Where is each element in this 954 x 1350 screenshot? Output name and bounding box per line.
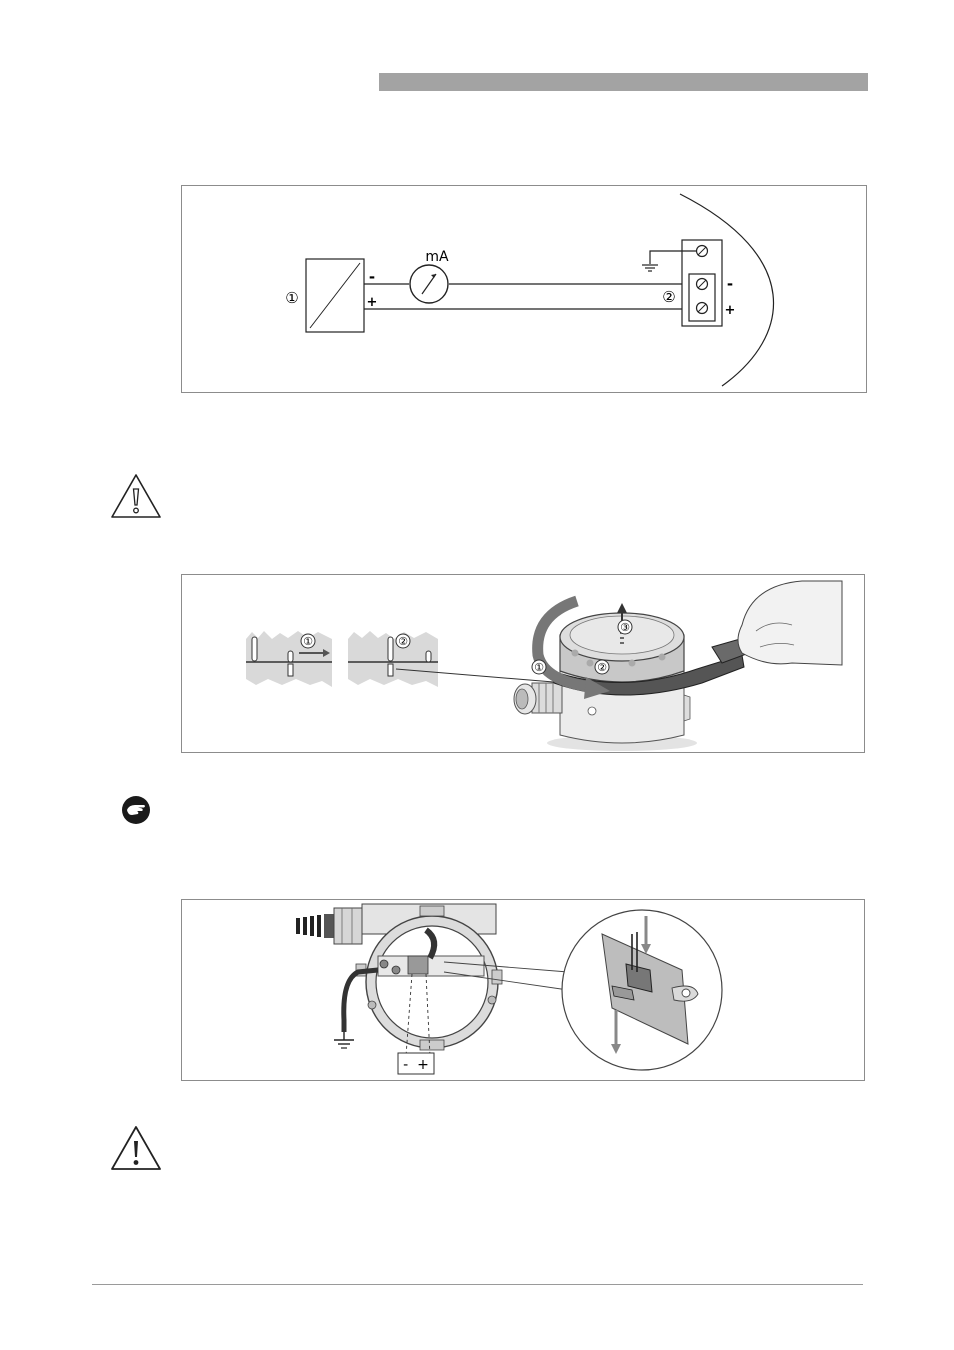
inset-step-1: ① bbox=[246, 631, 332, 687]
wire-plus-label: + bbox=[367, 295, 378, 310]
lift-arrow-head bbox=[617, 603, 627, 613]
terminal-plus-label: + bbox=[725, 303, 736, 318]
step-marker-1: ① bbox=[534, 661, 544, 674]
inset-marker-1: ① bbox=[303, 635, 313, 648]
terminal-connection-svg: - + bbox=[182, 900, 864, 1080]
header-bar bbox=[379, 73, 868, 91]
cable-gland bbox=[334, 908, 362, 944]
ground-screw-icon bbox=[380, 960, 388, 968]
wiring-diagram: ① - + mA ② - + bbox=[181, 185, 867, 393]
hand-illustration bbox=[738, 581, 842, 665]
terminal-connection-figure: - + bbox=[181, 899, 865, 1081]
footer-rule bbox=[92, 1284, 863, 1285]
terminal-polarity-label: - + bbox=[403, 1057, 429, 1073]
cable-icon bbox=[296, 914, 334, 938]
power-supply-marker: ① bbox=[285, 289, 298, 307]
step-marker-3: ③ bbox=[620, 621, 630, 634]
inset-step-2: ② bbox=[348, 631, 438, 687]
warning-triangle-icon-2 bbox=[110, 1124, 162, 1172]
hand-pointer-icon bbox=[121, 795, 151, 825]
cover-removal-svg: ① ② bbox=[182, 575, 864, 752]
ground-symbol-icon bbox=[642, 265, 658, 271]
terminal-minus-label: - bbox=[727, 275, 733, 293]
inset-marker-2: ② bbox=[398, 635, 408, 648]
wiring-diagram-svg: ① - + mA ② - + bbox=[182, 186, 866, 392]
cover-removal-figure: ① ② bbox=[181, 574, 865, 753]
ammeter-unit: mA bbox=[425, 249, 449, 265]
warning-triangle-icon bbox=[110, 472, 162, 520]
step-marker-2: ② bbox=[597, 661, 607, 674]
terminal-connector bbox=[408, 956, 428, 974]
terminal-marker: ② bbox=[662, 288, 675, 306]
wire-minus-label: - bbox=[369, 268, 375, 286]
cable-gland bbox=[514, 683, 562, 714]
power-supply-diagonal bbox=[310, 263, 360, 328]
ground-symbol-icon bbox=[334, 1032, 354, 1048]
